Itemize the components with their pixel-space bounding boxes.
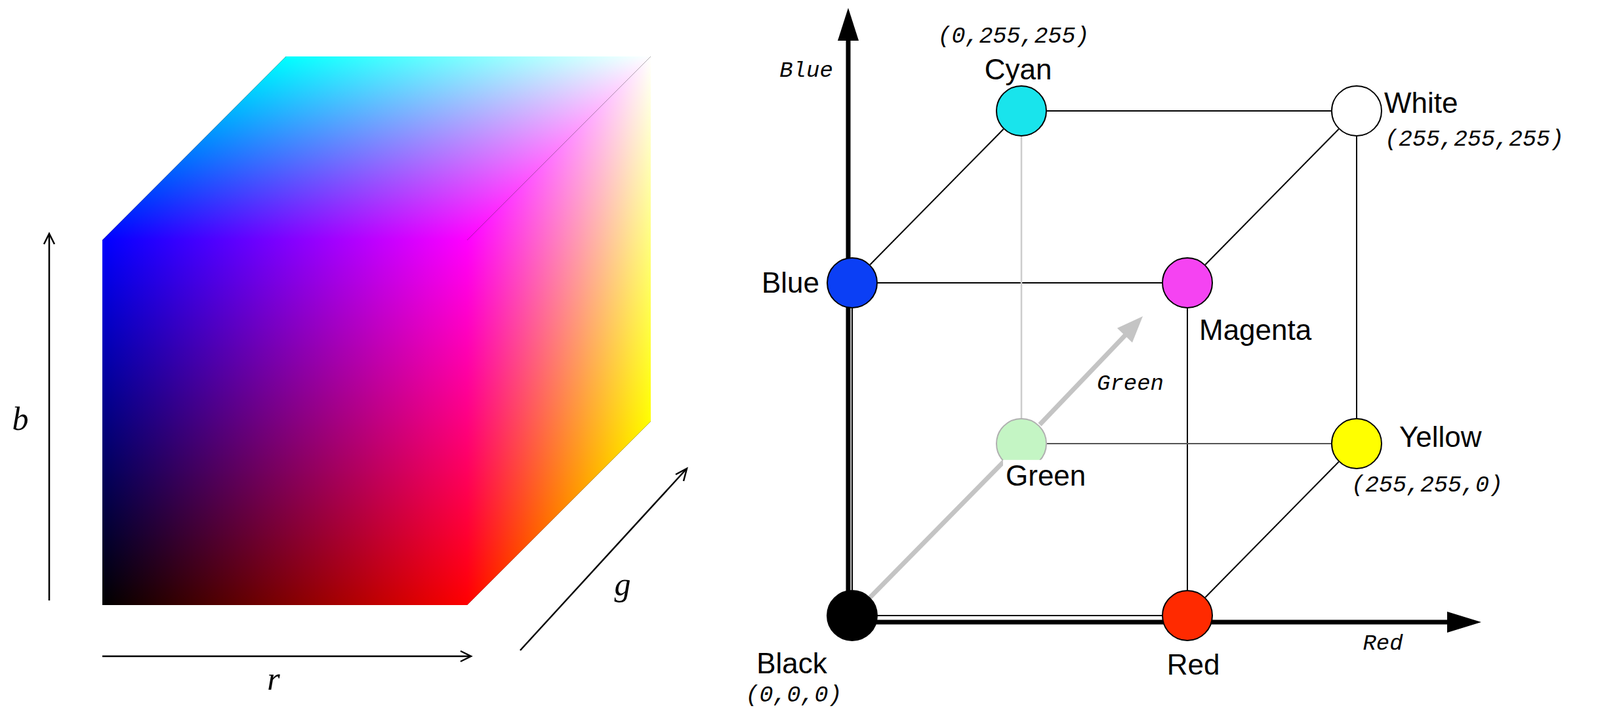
rgb-value: (255,255,255) <box>1384 127 1564 153</box>
cube-edge <box>1205 461 1339 597</box>
cube-edge-line <box>869 461 1004 597</box>
rgb-value: (0,255,255) <box>937 24 1089 50</box>
cube-edge-line <box>1355 136 1358 418</box>
color-name: Yellow <box>1399 421 1482 453</box>
rgb-axes <box>837 7 1482 633</box>
color-name: Magenta <box>1196 314 1314 346</box>
color-name: Blue <box>761 266 820 299</box>
color-vertex: Magenta <box>1161 257 1213 309</box>
color-vertex: Yellow(255,255,0) <box>1331 417 1383 470</box>
cube-edge-line <box>1205 461 1339 597</box>
cube-edge <box>877 282 1162 284</box>
cube-edge <box>1356 136 1358 418</box>
axis-letter: g <box>614 566 632 603</box>
rgb-value: (255,255,0) <box>1351 472 1503 499</box>
color-name: Green <box>1003 459 1089 492</box>
cube-edge-line <box>1046 110 1332 112</box>
cube-edge-line <box>877 282 1162 284</box>
cube-edge <box>1205 129 1339 265</box>
axis-label: Blue <box>779 59 834 84</box>
color-name: Red <box>1167 648 1221 681</box>
color-vertex: Red <box>1161 589 1213 641</box>
color-vertex: Black(0,0,0) <box>826 589 878 641</box>
cube-edge <box>1021 136 1023 418</box>
cube-edge-line <box>1020 136 1023 418</box>
cube-edge <box>877 615 1162 616</box>
cube-edge-line <box>1046 442 1332 445</box>
cube-edge-line <box>851 308 853 590</box>
color-vertex: Green <box>995 417 1047 470</box>
axis-label: Red <box>1362 631 1403 657</box>
color-vertex: Blue <box>826 257 878 309</box>
color-name: White <box>1384 87 1458 119</box>
cube-axis-arrows <box>43 233 687 662</box>
cube-edge <box>852 308 853 590</box>
color-name: Cyan <box>984 53 1053 86</box>
rgb-value: (0,0,0) <box>745 682 842 709</box>
axis-letter: r <box>266 660 280 697</box>
cube-edge-line <box>869 129 1004 265</box>
cube-edge <box>1046 110 1332 112</box>
cube-edge <box>869 129 1004 265</box>
cube-front-face <box>102 240 468 605</box>
color-name: Black <box>756 647 828 679</box>
axis-letter: b <box>12 400 29 437</box>
axis-label: Green <box>1094 371 1167 397</box>
cube-edge-line <box>1205 129 1339 265</box>
cube-edge <box>869 461 1004 597</box>
cube-edge <box>1187 308 1189 590</box>
cube-edge-line <box>1186 308 1189 590</box>
cube-edge <box>1046 443 1332 445</box>
color-vertex: (0,255,255)Cyan <box>995 85 1047 137</box>
color-vertex: White(255,255,255) <box>1331 85 1383 137</box>
cube-edge-line <box>877 614 1162 616</box>
